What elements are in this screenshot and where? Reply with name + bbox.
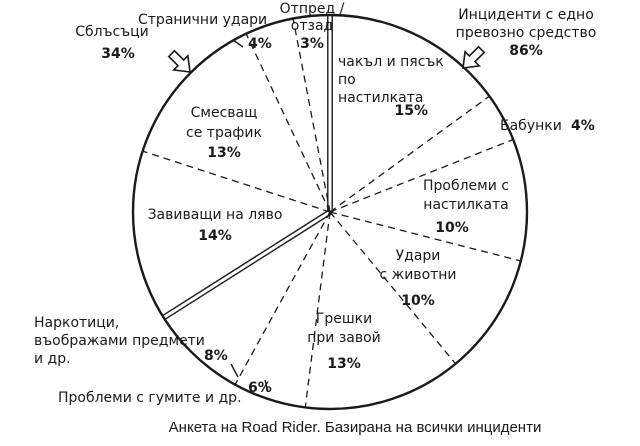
label-drugs-value: 8% xyxy=(204,348,228,364)
label-drugs-text: въображами предмети xyxy=(34,333,205,349)
label-front-rear: Отпред /отзад 3% xyxy=(280,1,345,52)
label-gravel-text: настилката xyxy=(338,90,423,106)
label-animals-text: Удари xyxy=(396,248,441,264)
label-merge-value: 13% xyxy=(207,145,241,161)
label-bumps-text: Бабунки xyxy=(500,118,562,134)
slice-divider xyxy=(234,211,331,385)
leader-line xyxy=(264,379,269,393)
label-drugs-text: Наркотици, xyxy=(34,315,119,331)
slice-divider xyxy=(329,138,514,213)
slice-divider xyxy=(329,211,457,365)
label-drugs: Наркотици, въображами предмети и др. 8% xyxy=(34,315,228,367)
label-front-rear-text: отзад xyxy=(291,18,333,34)
label-curve-text: Грешки xyxy=(316,311,372,327)
label-surface-text: настилката xyxy=(423,197,508,213)
label-animals-text: с животни xyxy=(379,267,456,283)
group-label-single-text: Инциденти с едно xyxy=(458,7,594,23)
arrow-single-icon xyxy=(462,45,486,69)
label-bumps: Бабунки 4% xyxy=(500,118,595,134)
label-left-turn-value: 14% xyxy=(198,228,232,244)
slice-divider xyxy=(329,211,521,262)
label-tires-value: 6% xyxy=(248,380,272,396)
label-surface: Проблеми с настилката 10% xyxy=(423,178,509,236)
group-label-single: Инциденти с едно превозно средство 86% xyxy=(456,7,597,59)
label-front-rear-value: 3% xyxy=(300,36,324,52)
slice-divider xyxy=(142,150,331,213)
leader-line xyxy=(230,363,239,378)
label-left-turn-text: Завиващи на ляво xyxy=(148,207,283,223)
label-gravel-value: 15% xyxy=(394,103,428,119)
label-drugs-text: и др. xyxy=(34,351,71,367)
slice-divider xyxy=(245,33,331,213)
label-left-turn: Завиващи на ляво 14% xyxy=(148,207,283,244)
pie-slices xyxy=(131,13,529,411)
arrow-collision-icon xyxy=(167,49,191,73)
label-side-hits-text: Странични удари xyxy=(138,12,267,28)
label-animals-value: 10% xyxy=(401,293,435,309)
label-merge: Смесващ се трафик 13% xyxy=(186,105,262,161)
group-label-single-value: 86% xyxy=(509,43,543,59)
label-bumps-value: 4% xyxy=(571,118,595,134)
label-animals: Удари с животни 10% xyxy=(379,248,456,309)
group-label-single-text: превозно средство xyxy=(456,25,597,41)
label-side-hits: Странични удари 4% xyxy=(138,12,272,52)
label-curve: Грешки при завой 13% xyxy=(307,311,381,372)
leader-line xyxy=(232,39,244,48)
slice-divider xyxy=(292,18,331,213)
group-label-collision: Сблъсъци 34% xyxy=(75,24,148,62)
slice-divider xyxy=(329,95,490,213)
label-merge-text: Смесващ xyxy=(191,105,258,121)
group-divider xyxy=(162,209,330,317)
label-gravel-text: чакъл и пясък xyxy=(338,54,444,70)
label-merge-text: се трафик xyxy=(186,125,262,141)
label-surface-value: 10% xyxy=(435,220,469,236)
group-divider xyxy=(164,213,332,321)
group-label-collision-value: 34% xyxy=(101,46,135,62)
label-side-hits-value: 4% xyxy=(248,36,272,52)
label-front-rear-text: Отпред / xyxy=(280,1,345,17)
slice-divider xyxy=(304,211,331,408)
group-label-collision-text: Сблъсъци xyxy=(75,24,148,40)
label-tires-text: Проблеми с гумите и др. xyxy=(58,390,242,406)
label-gravel-text: по xyxy=(338,72,356,88)
label-curve-text: при завой xyxy=(307,330,381,346)
label-surface-text: Проблеми с xyxy=(423,178,509,194)
chart-caption: Анкета на Road Rider. Базирана на всички… xyxy=(169,419,542,436)
label-curve-value: 13% xyxy=(327,356,361,372)
